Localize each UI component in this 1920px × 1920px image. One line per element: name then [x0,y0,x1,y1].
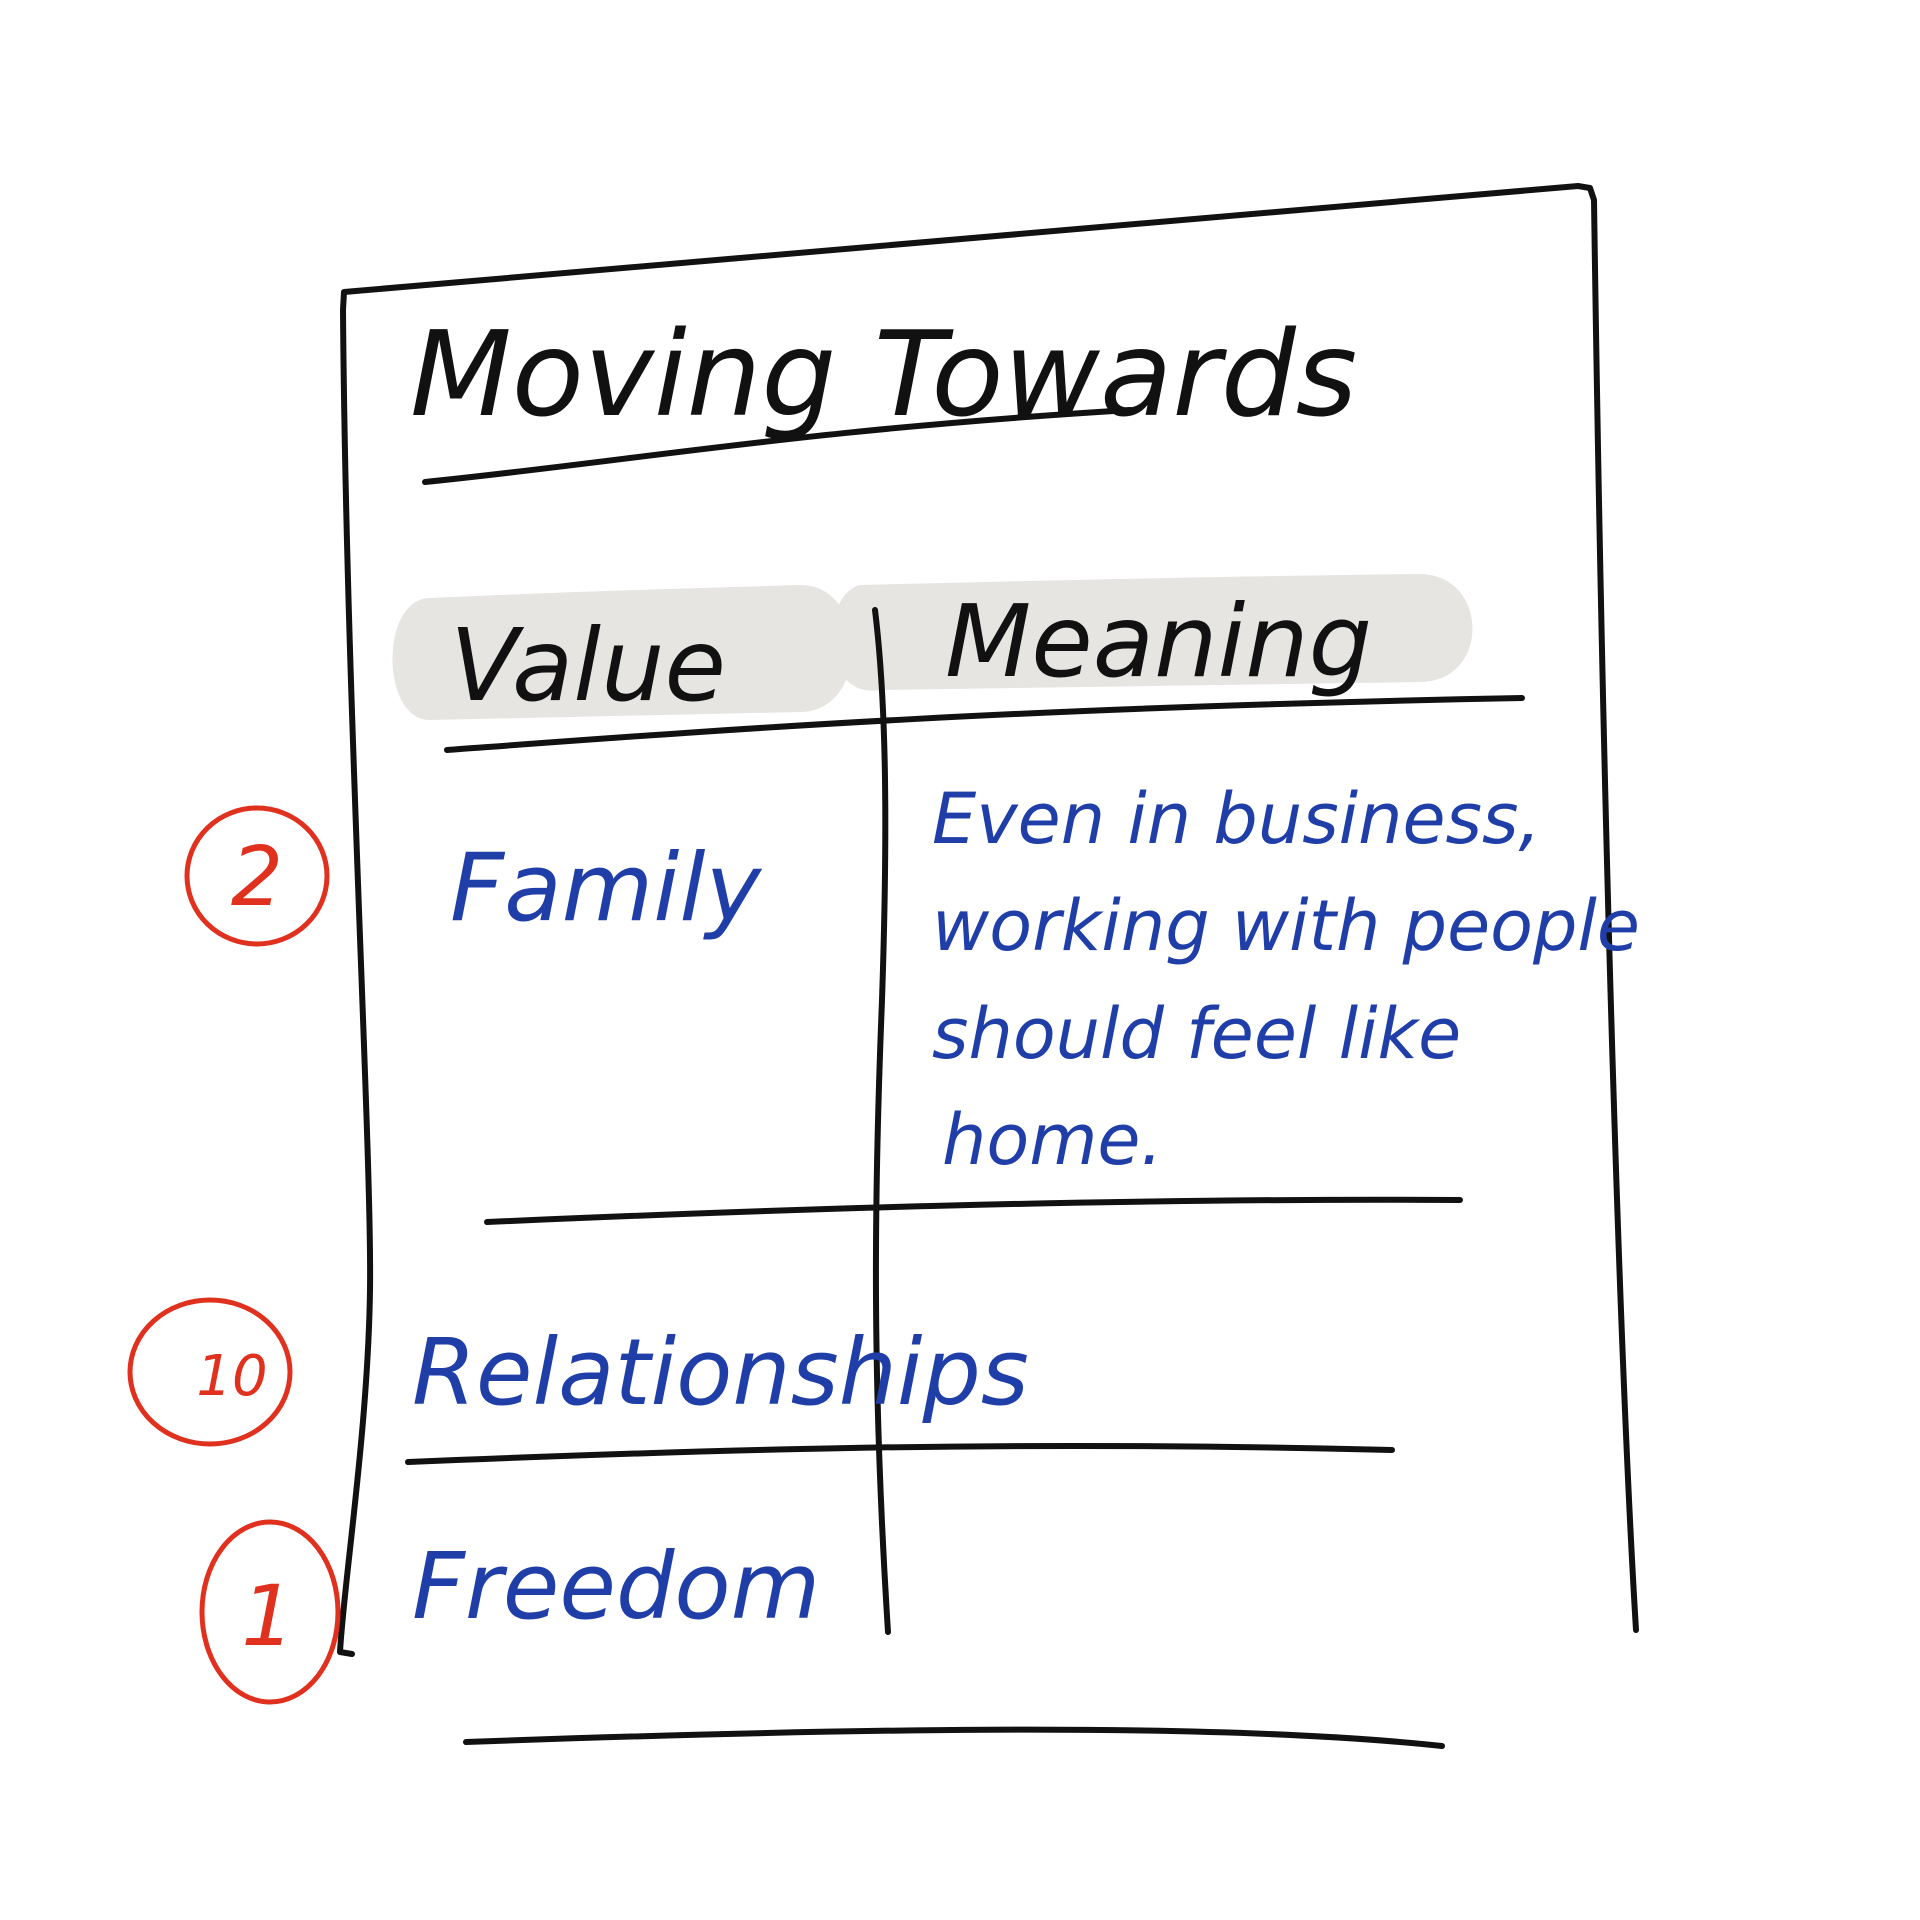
rank-circle-icon [199,1519,341,1705]
rank-badge-row-3: 1 [199,1519,341,1705]
rank-badge-row-1: 2 [184,805,330,947]
row-1-meaning-line-4: home. [942,1099,1163,1181]
rank-badge-row-2: 10 [127,1297,293,1447]
row-1-meaning-line-2: working with people [932,885,1640,967]
row-2-value: Relationships [412,1319,1029,1426]
header-highlight-right [832,574,1473,691]
header-highlight [392,585,853,720]
rank-label: 1 [241,1567,294,1665]
row-3-value: Freedom [412,1533,820,1640]
rank-circle-icon [184,805,330,947]
column-divider [872,607,891,1635]
column-header-value: Value [450,607,726,724]
title-underline [422,407,1133,485]
rank-circle-icon [127,1297,293,1447]
row-rule-2 [405,1442,1395,1465]
column-header-meaning: Meaning [945,583,1372,700]
header-rule [444,695,1525,753]
page-outline [337,183,1639,1657]
row-1-value: Family [450,834,762,943]
rank-label: 10 [196,1344,267,1409]
row-1-meaning-line-1: Even in business, [932,778,1541,860]
page-title: Moving Towards [410,305,1357,443]
rank-label: 2 [231,830,283,925]
bottom-rule [463,1726,1445,1749]
row-1-meaning-line-3: should feel like [932,993,1461,1075]
row-rule-1 [484,1196,1463,1225]
